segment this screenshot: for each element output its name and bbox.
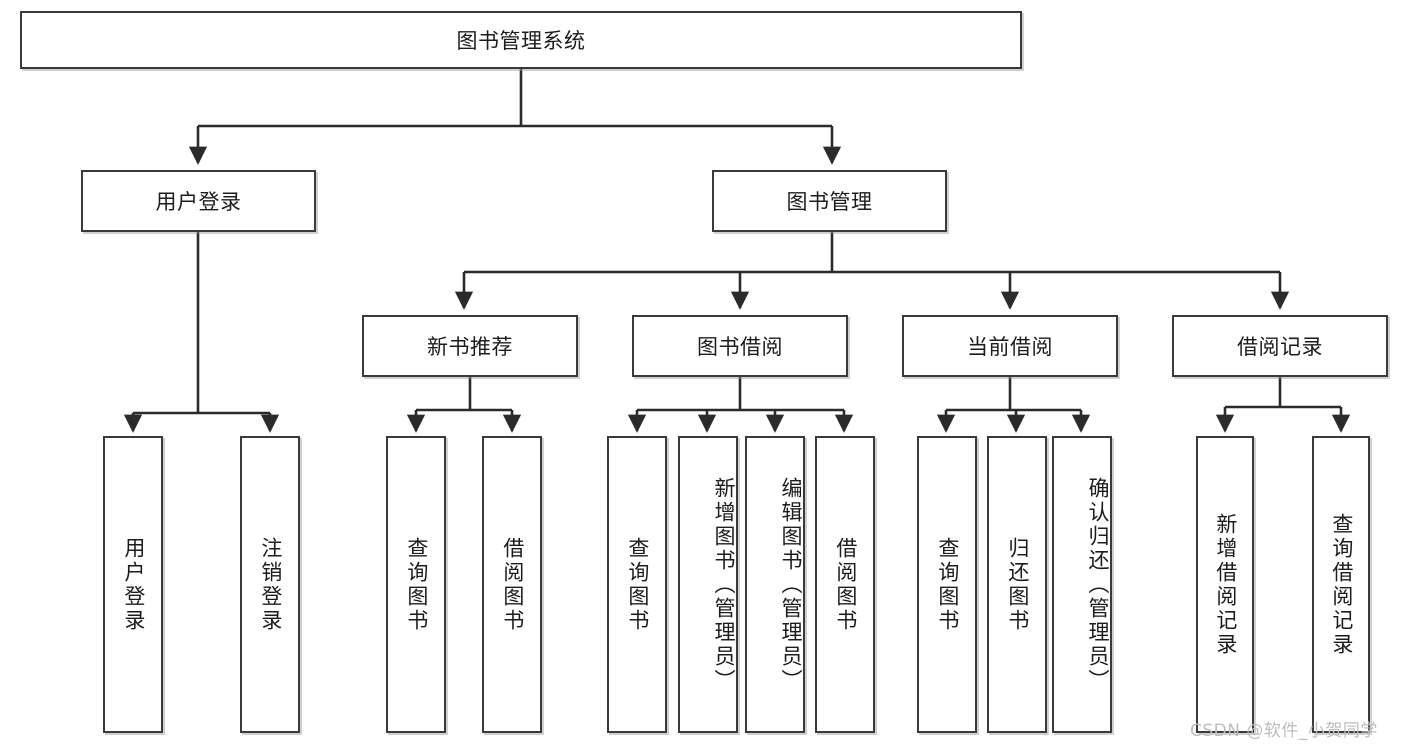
node-user-login[interactable]: 用户登录 — [81, 170, 316, 232]
node-leaf-query-book-1-label: 查询图书 — [404, 536, 429, 633]
node-borrow-record[interactable]: 借阅记录 — [1172, 315, 1388, 377]
node-book-borrow[interactable]: 图书借阅 — [632, 315, 848, 377]
node-leaf-confirm-return[interactable]: 确认归还（管理员） — [1052, 436, 1112, 733]
node-leaf-user-login-label: 用户登录 — [121, 536, 146, 633]
node-borrow-record-label: 借阅记录 — [1237, 335, 1323, 359]
node-leaf-add-record-label: 新增借阅记录 — [1213, 512, 1238, 657]
node-leaf-query-book-1[interactable]: 查询图书 — [386, 436, 446, 733]
node-leaf-query-book-3[interactable]: 查询图书 — [917, 436, 977, 733]
node-leaf-add-book[interactable]: 新增图书（管理员） — [678, 436, 738, 733]
node-new-book-recommend[interactable]: 新书推荐 — [362, 315, 578, 377]
node-book-management[interactable]: 图书管理 — [712, 170, 947, 232]
node-root[interactable]: 图书管理系统 — [20, 11, 1022, 69]
node-user-login-label: 用户登录 — [155, 190, 242, 214]
node-leaf-query-book-2-label: 查询图书 — [625, 536, 650, 633]
node-leaf-borrow-book-2[interactable]: 借阅图书 — [815, 436, 875, 733]
node-leaf-return-book-label: 归还图书 — [1005, 536, 1030, 633]
node-current-borrow-label: 当前借阅 — [967, 335, 1053, 359]
node-leaf-borrow-book-1-label: 借阅图书 — [500, 536, 525, 633]
node-leaf-edit-book-label: 编辑图书（管理员） — [779, 476, 803, 693]
node-leaf-confirm-return-label: 确认归还（管理员） — [1086, 476, 1110, 693]
node-leaf-logout-label: 注销登录 — [258, 536, 283, 633]
node-leaf-add-record[interactable]: 新增借阅记录 — [1196, 436, 1254, 733]
node-leaf-borrow-book-1[interactable]: 借阅图书 — [482, 436, 542, 733]
node-leaf-query-record-label: 查询借阅记录 — [1329, 512, 1354, 657]
node-book-borrow-label: 图书借阅 — [697, 335, 783, 359]
node-new-book-recommend-label: 新书推荐 — [427, 335, 513, 359]
node-leaf-logout[interactable]: 注销登录 — [240, 436, 300, 733]
node-root-label: 图书管理系统 — [456, 29, 586, 53]
node-leaf-return-book[interactable]: 归还图书 — [987, 436, 1047, 733]
node-leaf-edit-book[interactable]: 编辑图书（管理员） — [745, 436, 805, 733]
node-leaf-add-book-label: 新增图书（管理员） — [712, 476, 736, 693]
node-leaf-borrow-book-2-label: 借阅图书 — [833, 536, 858, 633]
node-book-management-label: 图书管理 — [786, 190, 873, 214]
node-leaf-user-login[interactable]: 用户登录 — [103, 436, 163, 733]
csdn-watermark: CSDN @软件_小贺同学 — [1190, 721, 1378, 741]
node-current-borrow[interactable]: 当前借阅 — [902, 315, 1118, 377]
node-leaf-query-book-2[interactable]: 查询图书 — [607, 436, 667, 733]
node-leaf-query-book-3-label: 查询图书 — [935, 536, 960, 633]
node-leaf-query-record[interactable]: 查询借阅记录 — [1312, 436, 1370, 733]
